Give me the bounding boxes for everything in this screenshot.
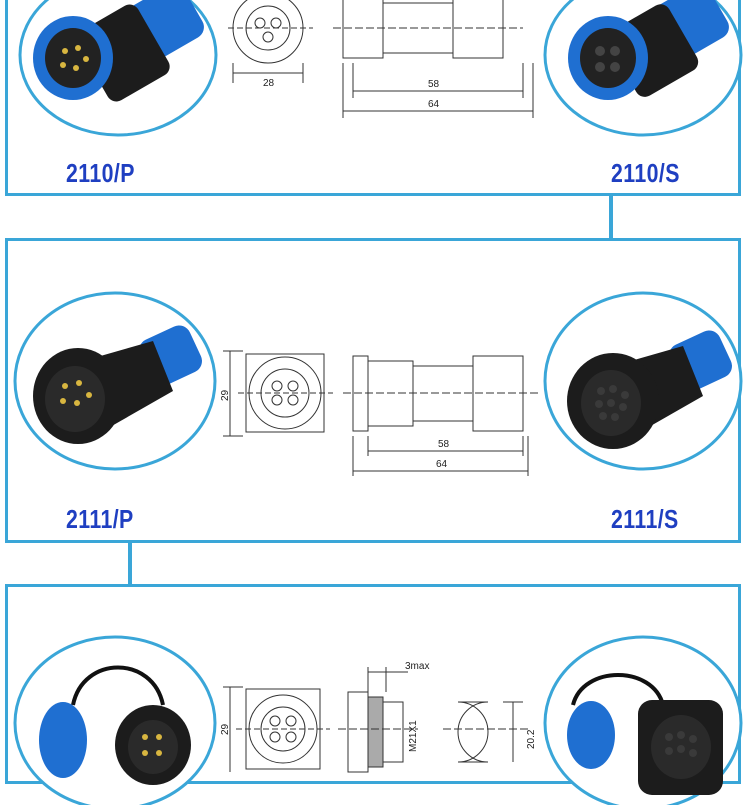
product-panel-2110: 2110/P 28 58 64 2110/S [5,0,743,196]
model-label-2111-s: 2111/S [611,504,679,534]
panel-socket-connector-image [567,673,723,795]
dim-length-outer: 64 [428,99,440,110]
model-label-2111-p: 2111/P [66,504,134,534]
model-label-2110-p: 2110/P [66,158,135,188]
dim-thread: M21X1 [408,720,419,752]
dim-length-outer: 64 [436,459,448,470]
product-panel-panel-mount: 29 3max M21X1 20.2 [5,584,743,805]
dim-length-inner: 58 [438,439,450,450]
socket-connector-image [568,0,729,100]
panel-connector-line [609,196,613,238]
model-label-2110-s: 2110/S [611,158,680,188]
dim-front-width: 28 [263,78,275,89]
plug-connector-image [33,0,204,102]
panel-plug-photo [13,635,217,805]
panel-plug-connector-image [39,665,191,785]
panel-connector-line [128,543,132,584]
dim-front-height: 29 [220,389,231,401]
panel-socket-photo [543,635,743,805]
technical-drawing-2110: 28 58 64 [228,0,534,118]
dim-front-height: 29 [220,723,231,735]
socket-2111-photo [543,291,743,471]
plug-2111-photo [13,291,217,471]
socket-connector-image [567,330,732,449]
product-panel-2111: 2111/P 29 58 64 [5,238,743,543]
socket-2110-photo [543,0,743,137]
technical-drawing-2111: 29 58 64 [220,350,538,476]
technical-drawing-panel-mount: 29 3max M21X1 20.2 [220,661,537,773]
plug-connector-image [33,325,202,444]
dim-length-inner: 58 [428,79,440,90]
dim-flange-max: 3max [405,661,429,672]
dim-cap-diameter: 20.2 [526,729,537,749]
plug-2110-photo [18,0,218,137]
